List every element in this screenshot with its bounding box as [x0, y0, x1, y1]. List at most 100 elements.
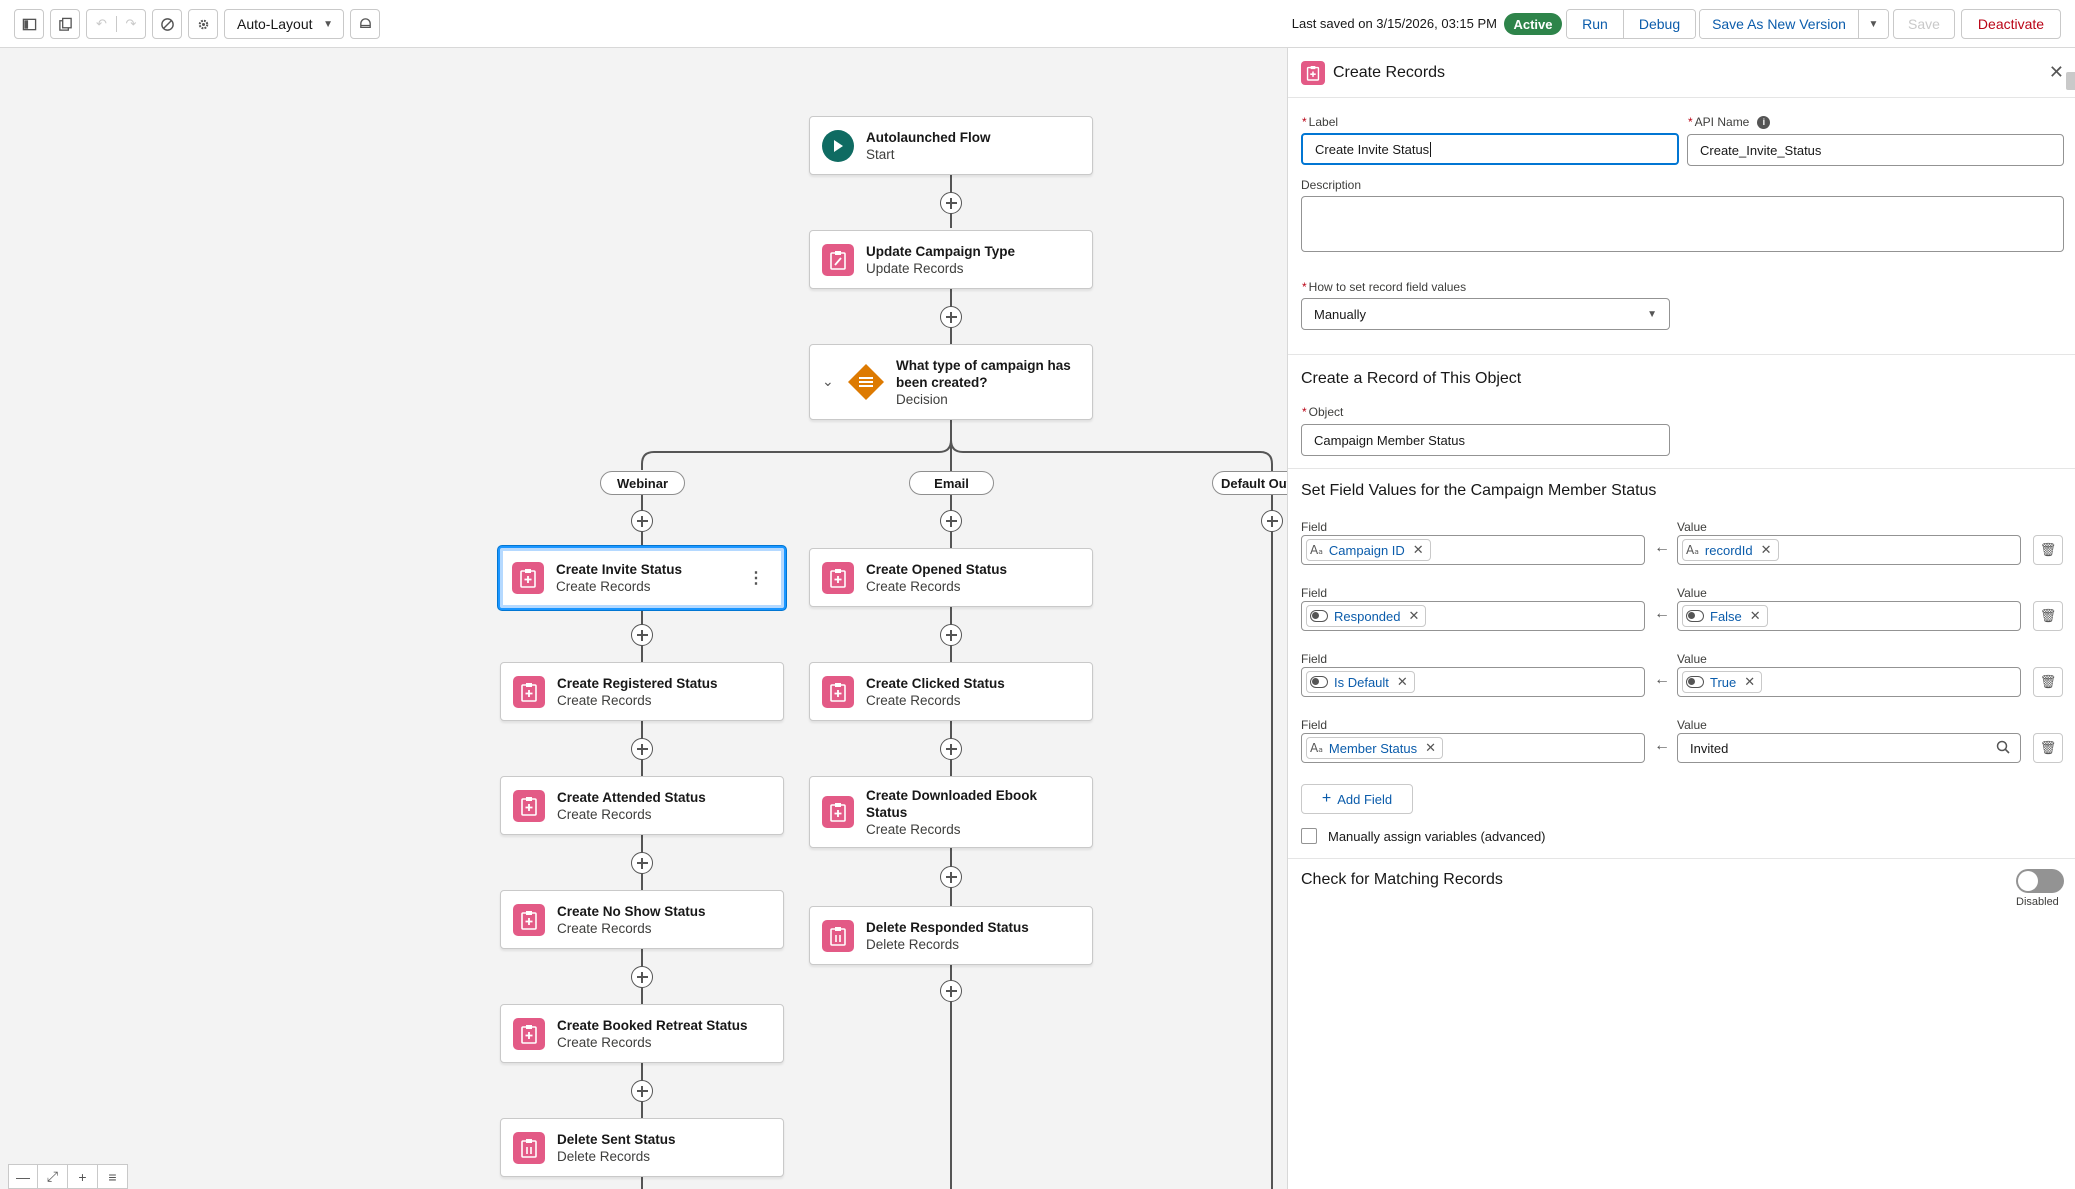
- node-title: What type of campaign has been created?: [896, 357, 1071, 390]
- node-title: Create Opened Status: [866, 561, 1008, 577]
- value-picker[interactable]: False✕: [1677, 601, 2021, 631]
- delete-records-node[interactable]: Delete Sent Status Delete Records: [500, 1118, 784, 1177]
- manual-assign-checkbox[interactable]: [1301, 828, 1317, 844]
- add-element-button[interactable]: [631, 510, 653, 532]
- create-records-node[interactable]: Create Clicked Status Create Records: [809, 662, 1093, 721]
- close-icon[interactable]: ✕: [2048, 62, 2064, 82]
- add-element-button[interactable]: [940, 738, 962, 760]
- add-element-button[interactable]: [631, 852, 653, 874]
- save-button[interactable]: Save: [1893, 9, 1955, 39]
- node-subtitle: Create Records: [557, 1034, 652, 1050]
- description-textarea[interactable]: [1301, 196, 2064, 252]
- fit-view-icon[interactable]: ⤢: [38, 1164, 68, 1189]
- label-input[interactable]: Create Invite Status: [1301, 133, 1679, 165]
- delete-row-button[interactable]: 🗑: [2033, 601, 2063, 631]
- collapse-chevron-icon[interactable]: ⌄: [822, 373, 834, 389]
- toggle-type-icon: [1310, 610, 1328, 622]
- more-actions-icon[interactable]: ⋮: [748, 570, 764, 587]
- add-element-button[interactable]: [940, 980, 962, 1002]
- settings-button[interactable]: [188, 9, 218, 39]
- value-picker[interactable]: True✕: [1677, 667, 2021, 697]
- add-field-button[interactable]: + Add Field: [1301, 784, 1413, 814]
- delete-row-button[interactable]: 🗑: [2033, 535, 2063, 565]
- delete-records-node[interactable]: Delete Responded Status Delete Records: [809, 906, 1093, 965]
- remove-icon[interactable]: ✕: [1412, 542, 1424, 557]
- how-to-set-select[interactable]: Manually ▼: [1301, 298, 1670, 330]
- remove-icon[interactable]: ✕: [1744, 674, 1756, 689]
- decision-node[interactable]: ⌄ What type of campaign has been created…: [809, 344, 1093, 420]
- save-menu-button[interactable]: ▼: [1858, 10, 1888, 38]
- value-header: Value: [1677, 652, 1707, 666]
- create-records-node[interactable]: Create Opened Status Create Records: [809, 548, 1093, 607]
- errors-button[interactable]: [152, 9, 182, 39]
- field-pill[interactable]: Responded✕: [1306, 605, 1427, 627]
- add-element-button[interactable]: [1261, 510, 1283, 532]
- add-element-button[interactable]: [940, 510, 962, 532]
- field-header: Field: [1301, 520, 1328, 534]
- remove-icon[interactable]: ✕: [1760, 542, 1772, 557]
- add-element-button[interactable]: [940, 866, 962, 888]
- matching-records-toggle[interactable]: [2016, 869, 2064, 893]
- value-input[interactable]: Invited: [1677, 733, 2021, 763]
- add-element-button[interactable]: [631, 624, 653, 646]
- create-records-node[interactable]: Create Downloaded Ebook Status Create Re…: [809, 776, 1093, 848]
- add-element-button[interactable]: [940, 192, 962, 214]
- redo-icon[interactable]: ↷: [115, 16, 145, 32]
- reset-view-icon[interactable]: ≡: [98, 1164, 128, 1189]
- add-element-button[interactable]: [631, 966, 653, 988]
- create-records-node[interactable]: Create Attended Status Create Records: [500, 776, 784, 835]
- branch-label-default[interactable]: Default Out: [1212, 471, 1287, 495]
- flow-canvas[interactable]: Autolaunched Flow Start Update Campaign …: [0, 48, 1287, 1189]
- remove-icon[interactable]: ✕: [1396, 674, 1408, 689]
- layout-select[interactable]: Auto-Layout ▼: [224, 9, 344, 39]
- toggle-toolbox-button[interactable]: [14, 9, 44, 39]
- create-records-node-selected[interactable]: Create Invite Status Create Records ⋮: [498, 546, 786, 610]
- value-pill[interactable]: False✕: [1682, 605, 1768, 627]
- deactivate-button[interactable]: Deactivate: [1961, 9, 2061, 39]
- add-element-button[interactable]: [631, 1080, 653, 1102]
- api-name-input[interactable]: Create_Invite_Status: [1687, 134, 2064, 166]
- object-input[interactable]: Campaign Member Status: [1301, 424, 1670, 456]
- branch-label-email[interactable]: Email: [909, 471, 994, 495]
- add-element-button[interactable]: [940, 306, 962, 328]
- delete-row-button[interactable]: 🗑: [2033, 667, 2063, 697]
- delete-row-button[interactable]: 🗑: [2033, 733, 2063, 763]
- value-pill[interactable]: True✕: [1682, 671, 1763, 693]
- field-picker[interactable]: Is Default✕: [1301, 667, 1645, 697]
- add-element-button[interactable]: [631, 738, 653, 760]
- info-icon[interactable]: i: [1757, 116, 1771, 130]
- copy-button[interactable]: [50, 9, 80, 39]
- canvas-view-button[interactable]: [350, 9, 380, 39]
- branch-label-webinar[interactable]: Webinar: [600, 471, 685, 495]
- save-as-new-version-button[interactable]: Save As New Version: [1700, 10, 1858, 38]
- create-records-node[interactable]: Create Registered Status Create Records: [500, 662, 784, 721]
- create-records-node[interactable]: Create No Show Status Create Records: [500, 890, 784, 949]
- debug-button[interactable]: Debug: [1623, 10, 1695, 38]
- update-records-node[interactable]: Update Campaign Type Update Records: [809, 230, 1093, 289]
- undo-icon[interactable]: ↶: [96, 16, 107, 31]
- run-button[interactable]: Run: [1567, 10, 1623, 38]
- start-node[interactable]: Autolaunched Flow Start: [809, 116, 1093, 175]
- remove-icon[interactable]: ✕: [1408, 608, 1420, 623]
- zoom-in-icon[interactable]: +: [68, 1164, 98, 1189]
- remove-icon[interactable]: ✕: [1749, 608, 1761, 623]
- collapse-panel-tab[interactable]: [2066, 72, 2075, 90]
- add-element-button[interactable]: [940, 624, 962, 646]
- panel-title: Create Records: [1333, 64, 1446, 81]
- section-title-matching: Check for Matching Records: [1301, 871, 1503, 888]
- trash-icon: 🗑: [2039, 674, 2057, 689]
- api-name-text: API Name: [1694, 115, 1750, 129]
- create-records-node[interactable]: Create Booked Retreat Status Create Reco…: [500, 1004, 784, 1063]
- remove-icon[interactable]: ✕: [1425, 740, 1436, 755]
- divider: [1288, 354, 2075, 355]
- zoom-out-icon[interactable]: —: [8, 1164, 38, 1189]
- field-picker[interactable]: Responded✕: [1301, 601, 1645, 631]
- toggle-type-icon: [1310, 676, 1328, 688]
- field-pill[interactable]: Is Default✕: [1306, 671, 1415, 693]
